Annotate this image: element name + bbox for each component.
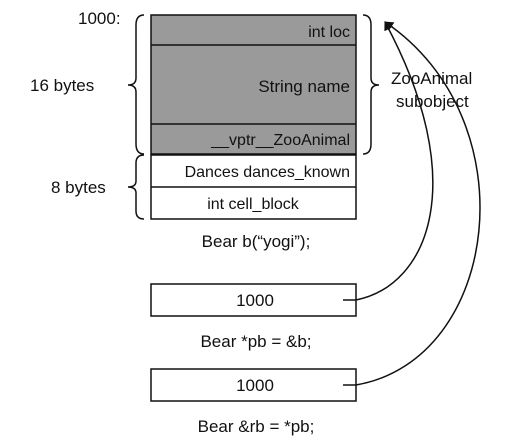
size-label-16-bytes: 16 bytes [30, 76, 94, 95]
brace-zooanimal-subobject [362, 14, 380, 155]
cell-dances-known: Dances dances_known [185, 164, 350, 181]
cell-vptr-zooanimal: __vptr__ZooAnimal [210, 132, 350, 149]
zooanimal-region [150, 14, 357, 155]
bear-object-block: int loc String name __vptr__ZooAnimal Da… [150, 14, 357, 220]
object-declaration-caption: Bear b(“yogi”); [202, 232, 311, 251]
brace-16-bytes [127, 14, 145, 155]
brace-8-bytes [127, 154, 145, 220]
cell-int-cell-block: int cell_block [207, 196, 300, 213]
arrow-pb-to-object [355, 21, 434, 301]
reference-rb: 1000 [150, 368, 357, 402]
cell-int-loc: int loc [308, 24, 350, 41]
pointer-pb-box [150, 283, 357, 317]
pointer-pb: 1000 [150, 283, 357, 317]
reference-rb-value: 1000 [236, 376, 274, 395]
subobject-label-line1: ZooAnimal [391, 69, 472, 88]
subobject-label-line2: subobject [396, 92, 469, 111]
arrow-rb-to-object [355, 21, 481, 386]
cell-string-name: String name [258, 77, 350, 96]
pointer-pb-caption: Bear *pb = &b; [200, 332, 311, 351]
address-label: 1000: [78, 9, 121, 28]
reference-rb-box [150, 368, 357, 402]
pointer-pb-value: 1000 [236, 291, 274, 310]
reference-rb-caption: Bear &rb = *pb; [198, 417, 315, 436]
size-label-8-bytes: 8 bytes [51, 178, 106, 197]
